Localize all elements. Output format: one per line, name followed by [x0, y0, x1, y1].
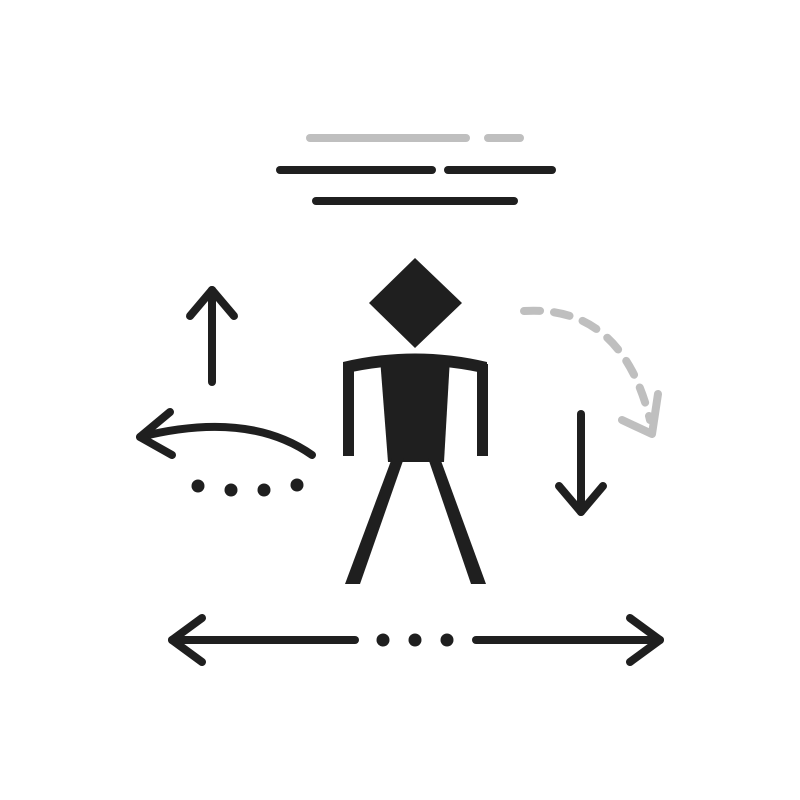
- text-lines-icon: [276, 134, 556, 205]
- arrow-up-icon: [186, 286, 238, 386]
- curved-arrow-left-icon: [136, 408, 316, 459]
- dotted-trail-icon: [191, 478, 304, 497]
- double-arrow-dot: [376, 633, 390, 647]
- figure-left-leg: [345, 458, 404, 584]
- double-arrow-horizontal-icon: [168, 614, 664, 666]
- arrow-down-icon: [555, 410, 607, 516]
- figure-right-leg: [428, 458, 486, 584]
- double-arrow-dot: [440, 633, 454, 647]
- figure-body-icon: [343, 353, 488, 584]
- figure-head-icon: [369, 258, 462, 348]
- figure-torso: [380, 358, 450, 462]
- double-arrow-right-head: [626, 614, 664, 666]
- double-arrow-left-head: [168, 614, 206, 666]
- double-arrow-dot: [408, 633, 422, 647]
- figure-left-arm: [343, 364, 354, 456]
- figure-right-arm: [477, 364, 488, 456]
- dashed-curved-arrow-down-icon: [520, 306, 662, 438]
